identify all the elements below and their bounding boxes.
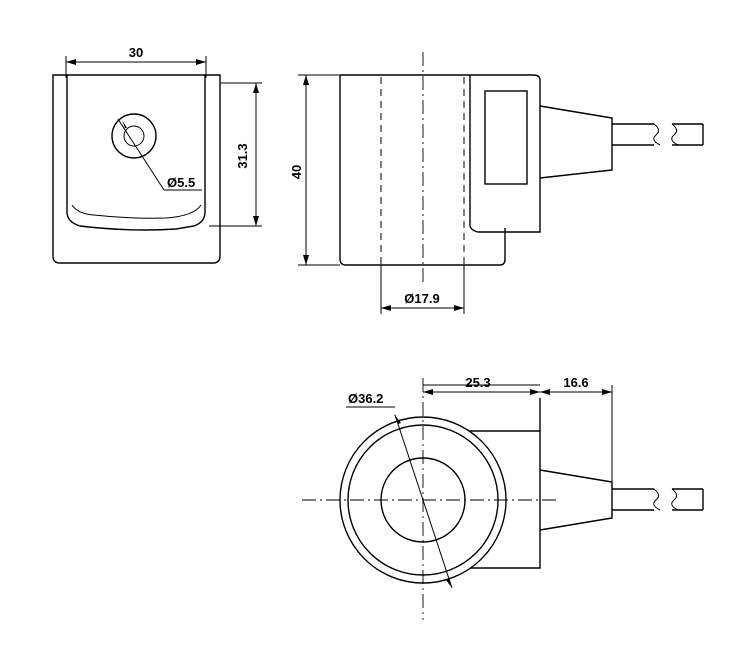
mounting-hole-inner [123, 125, 145, 147]
body-to-housing-label: 25.3 [465, 375, 490, 390]
side-view: 40 Ø17.9 [289, 52, 704, 314]
front-width-label: 30 [129, 45, 143, 60]
bore-diameter-label: Ø17.9 [404, 291, 439, 306]
coil-diameter-label: Ø36.2 [348, 391, 383, 406]
cable-exit-label: 16.6 [563, 375, 588, 390]
hole-diameter-label: Ø5.5 [167, 175, 195, 190]
mounting-hole-outer [111, 113, 157, 159]
top-view: Ø36.2 25.3 16.6 [302, 375, 704, 620]
front-view: Ø5.5 30 31.3 [52, 45, 262, 264]
side-height-label: 40 [289, 165, 304, 179]
front-height-label: 31.3 [235, 143, 250, 168]
